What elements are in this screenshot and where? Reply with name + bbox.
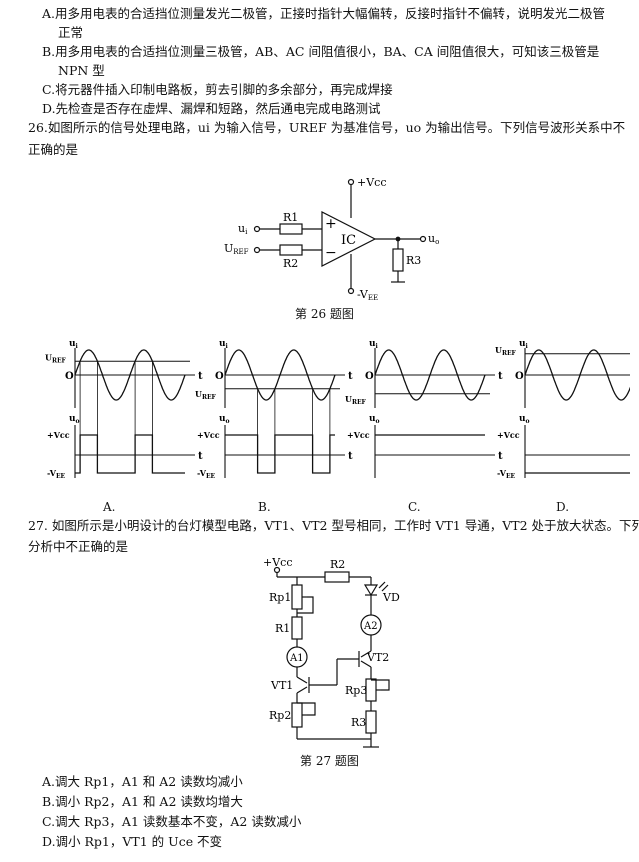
wave-2-t-label-bottom: t xyxy=(348,451,353,462)
q26-figure-caption: 第 26 题图 xyxy=(295,307,354,321)
q27-stem-line2: 分析中不正确的是 xyxy=(28,539,129,554)
q27-vcc-label: +Vcc xyxy=(263,556,292,569)
q25-option-a-line1: A.用多用电表的合适挡位测量发光二极管，正接时指针大幅偏转，反接时指针不偏转，说… xyxy=(42,6,606,21)
wave-4-ui-label: ui xyxy=(519,339,529,350)
wave-1-sine xyxy=(74,349,186,401)
wave-2-vee-label: -VEE xyxy=(197,468,216,480)
wave-2-t-label-top: t xyxy=(348,371,353,382)
wave-3-zero-label: O xyxy=(365,371,374,382)
q26-r2-label: R2 xyxy=(283,257,298,270)
wave-1-uref-label: UREF xyxy=(45,352,67,364)
q26-uo-label: uo xyxy=(428,232,439,246)
wave-1-output xyxy=(75,434,185,474)
wave-3-t-label-top: t xyxy=(498,371,503,382)
wave-1-ui-label: ui xyxy=(69,339,79,350)
q27-vt2-label: VT2 xyxy=(366,651,389,664)
wave-2-zero-label: O xyxy=(215,371,224,382)
wave-1-zero-label: O xyxy=(65,371,74,382)
wave-4-vcc-label: +Vcc xyxy=(497,430,520,440)
q27-figure-caption: 第 27 题图 xyxy=(300,754,359,768)
q26-minus-sign: − xyxy=(325,245,337,261)
wave-1-vcc-label: +Vcc xyxy=(47,430,70,440)
wave-1-vee-label: -VEE xyxy=(47,468,66,480)
q26-option-a-label: A. xyxy=(103,500,116,514)
q26-option-d-label: D. xyxy=(556,500,570,514)
q27-rp2-label: Rp2 xyxy=(269,709,291,722)
q25-option-d: D.先检查是否存在虚焊、漏焊和短路，然后通电完成电路测试 xyxy=(42,101,381,116)
q27-rp1-label: Rp1 xyxy=(269,591,291,604)
q27-option-d: D.调小 Rp1，VT1 的 Uce 不变 xyxy=(42,834,223,849)
wave-4-vee-label: -VEE xyxy=(497,468,516,480)
q26-ui-label: ui xyxy=(238,222,248,236)
q26-stem-line2: 正确的是 xyxy=(28,142,79,157)
q27-option-b: B.调小 Rp2，A1 和 A2 读数均增大 xyxy=(42,794,243,809)
q27-circuit-diagram: +Vcc R2 VD Rp1 R1 A1 A2 VT2 VT1 Rp3 Rp2 … xyxy=(263,556,400,748)
wave-1-t-label-top: t xyxy=(198,371,203,382)
q27-a2-label: A2 xyxy=(363,621,378,632)
q26-plus-sign: + xyxy=(325,216,337,232)
q26-option-c-label: C. xyxy=(408,500,421,514)
q25-option-c: C.将元器件插入印制电路板，剪去引脚的多余部分，再完成焊接 xyxy=(42,82,393,97)
q26-waveform-options: uitOUREFuot+Vcc-VEEuitOUREFuot+Vcc-VEEui… xyxy=(45,339,630,480)
q27-r2-label: R2 xyxy=(330,558,345,571)
q27-a1-label: A1 xyxy=(289,653,304,664)
q25-option-b-line1: B.用多用电表的合适挡位测量三极管，AB、AC 间阻值很小，BA、CA 间阻值很… xyxy=(42,44,600,59)
q26-stem-line1: 26.如图所示的信号处理电路，ui 为输入信号，UREF 为基准信号，uo 为输… xyxy=(28,120,626,135)
wave-1-uo-label: uo xyxy=(69,414,80,425)
wave-3-uref-label: UREF xyxy=(345,394,367,406)
q25-option-a-line2: 正常 xyxy=(58,25,84,40)
q27-vt1-label: VT1 xyxy=(270,679,293,692)
q26-circuit-diagram: +Vcc -VEE + − IC R1 R2 R3 ui UREF uo xyxy=(224,176,439,302)
q26-vcc-label: +Vcc xyxy=(357,176,386,189)
wave-2-ui-label: ui xyxy=(219,339,229,350)
q26-uref-label: UREF xyxy=(224,242,249,256)
wave-3-t-label-bottom: t xyxy=(498,451,503,462)
q27-option-a: A.调大 Rp1，A1 和 A2 读数均减小 xyxy=(42,774,243,789)
q25-option-b-line2: NPN 型 xyxy=(58,63,105,78)
wave-4-uo-label: uo xyxy=(519,414,530,425)
q26-vee-label: -VEE xyxy=(357,288,378,302)
wave-3-uo-label: uo xyxy=(369,414,380,425)
q26-r3-label: R3 xyxy=(406,254,421,267)
q27-rp3-label: Rp3 xyxy=(345,684,367,697)
wave-2-output xyxy=(225,434,335,474)
q27-r1-label: R1 xyxy=(275,622,290,635)
q27-option-c: C.调大 Rp3，A1 读数基本不变，A2 读数减小 xyxy=(42,814,302,829)
wave-4-uref-label: UREF xyxy=(495,345,517,357)
wave-3-vcc-label: +Vcc xyxy=(347,430,370,440)
q27-vd-label: VD xyxy=(382,591,400,604)
wave-3-sine xyxy=(374,349,486,401)
wave-2-uref-label: UREF xyxy=(195,389,217,401)
q27-r3-label: R3 xyxy=(351,716,366,729)
q26-r1-label: R1 xyxy=(283,211,298,224)
wave-4-zero-label: O xyxy=(515,371,524,382)
wave-2-vcc-label: +Vcc xyxy=(197,430,220,440)
q27-stem-line1: 27. 如图所示是小明设计的台灯模型电路，VT1、VT2 型号相同，工作时 VT… xyxy=(28,518,639,533)
wave-2-uo-label: uo xyxy=(219,414,230,425)
wave-1-t-label-bottom: t xyxy=(198,451,203,462)
wave-2-sine xyxy=(224,349,336,401)
q26-ic-label: IC xyxy=(341,233,356,248)
q26-option-b-label: B. xyxy=(258,500,271,514)
wave-3-ui-label: ui xyxy=(369,339,379,350)
